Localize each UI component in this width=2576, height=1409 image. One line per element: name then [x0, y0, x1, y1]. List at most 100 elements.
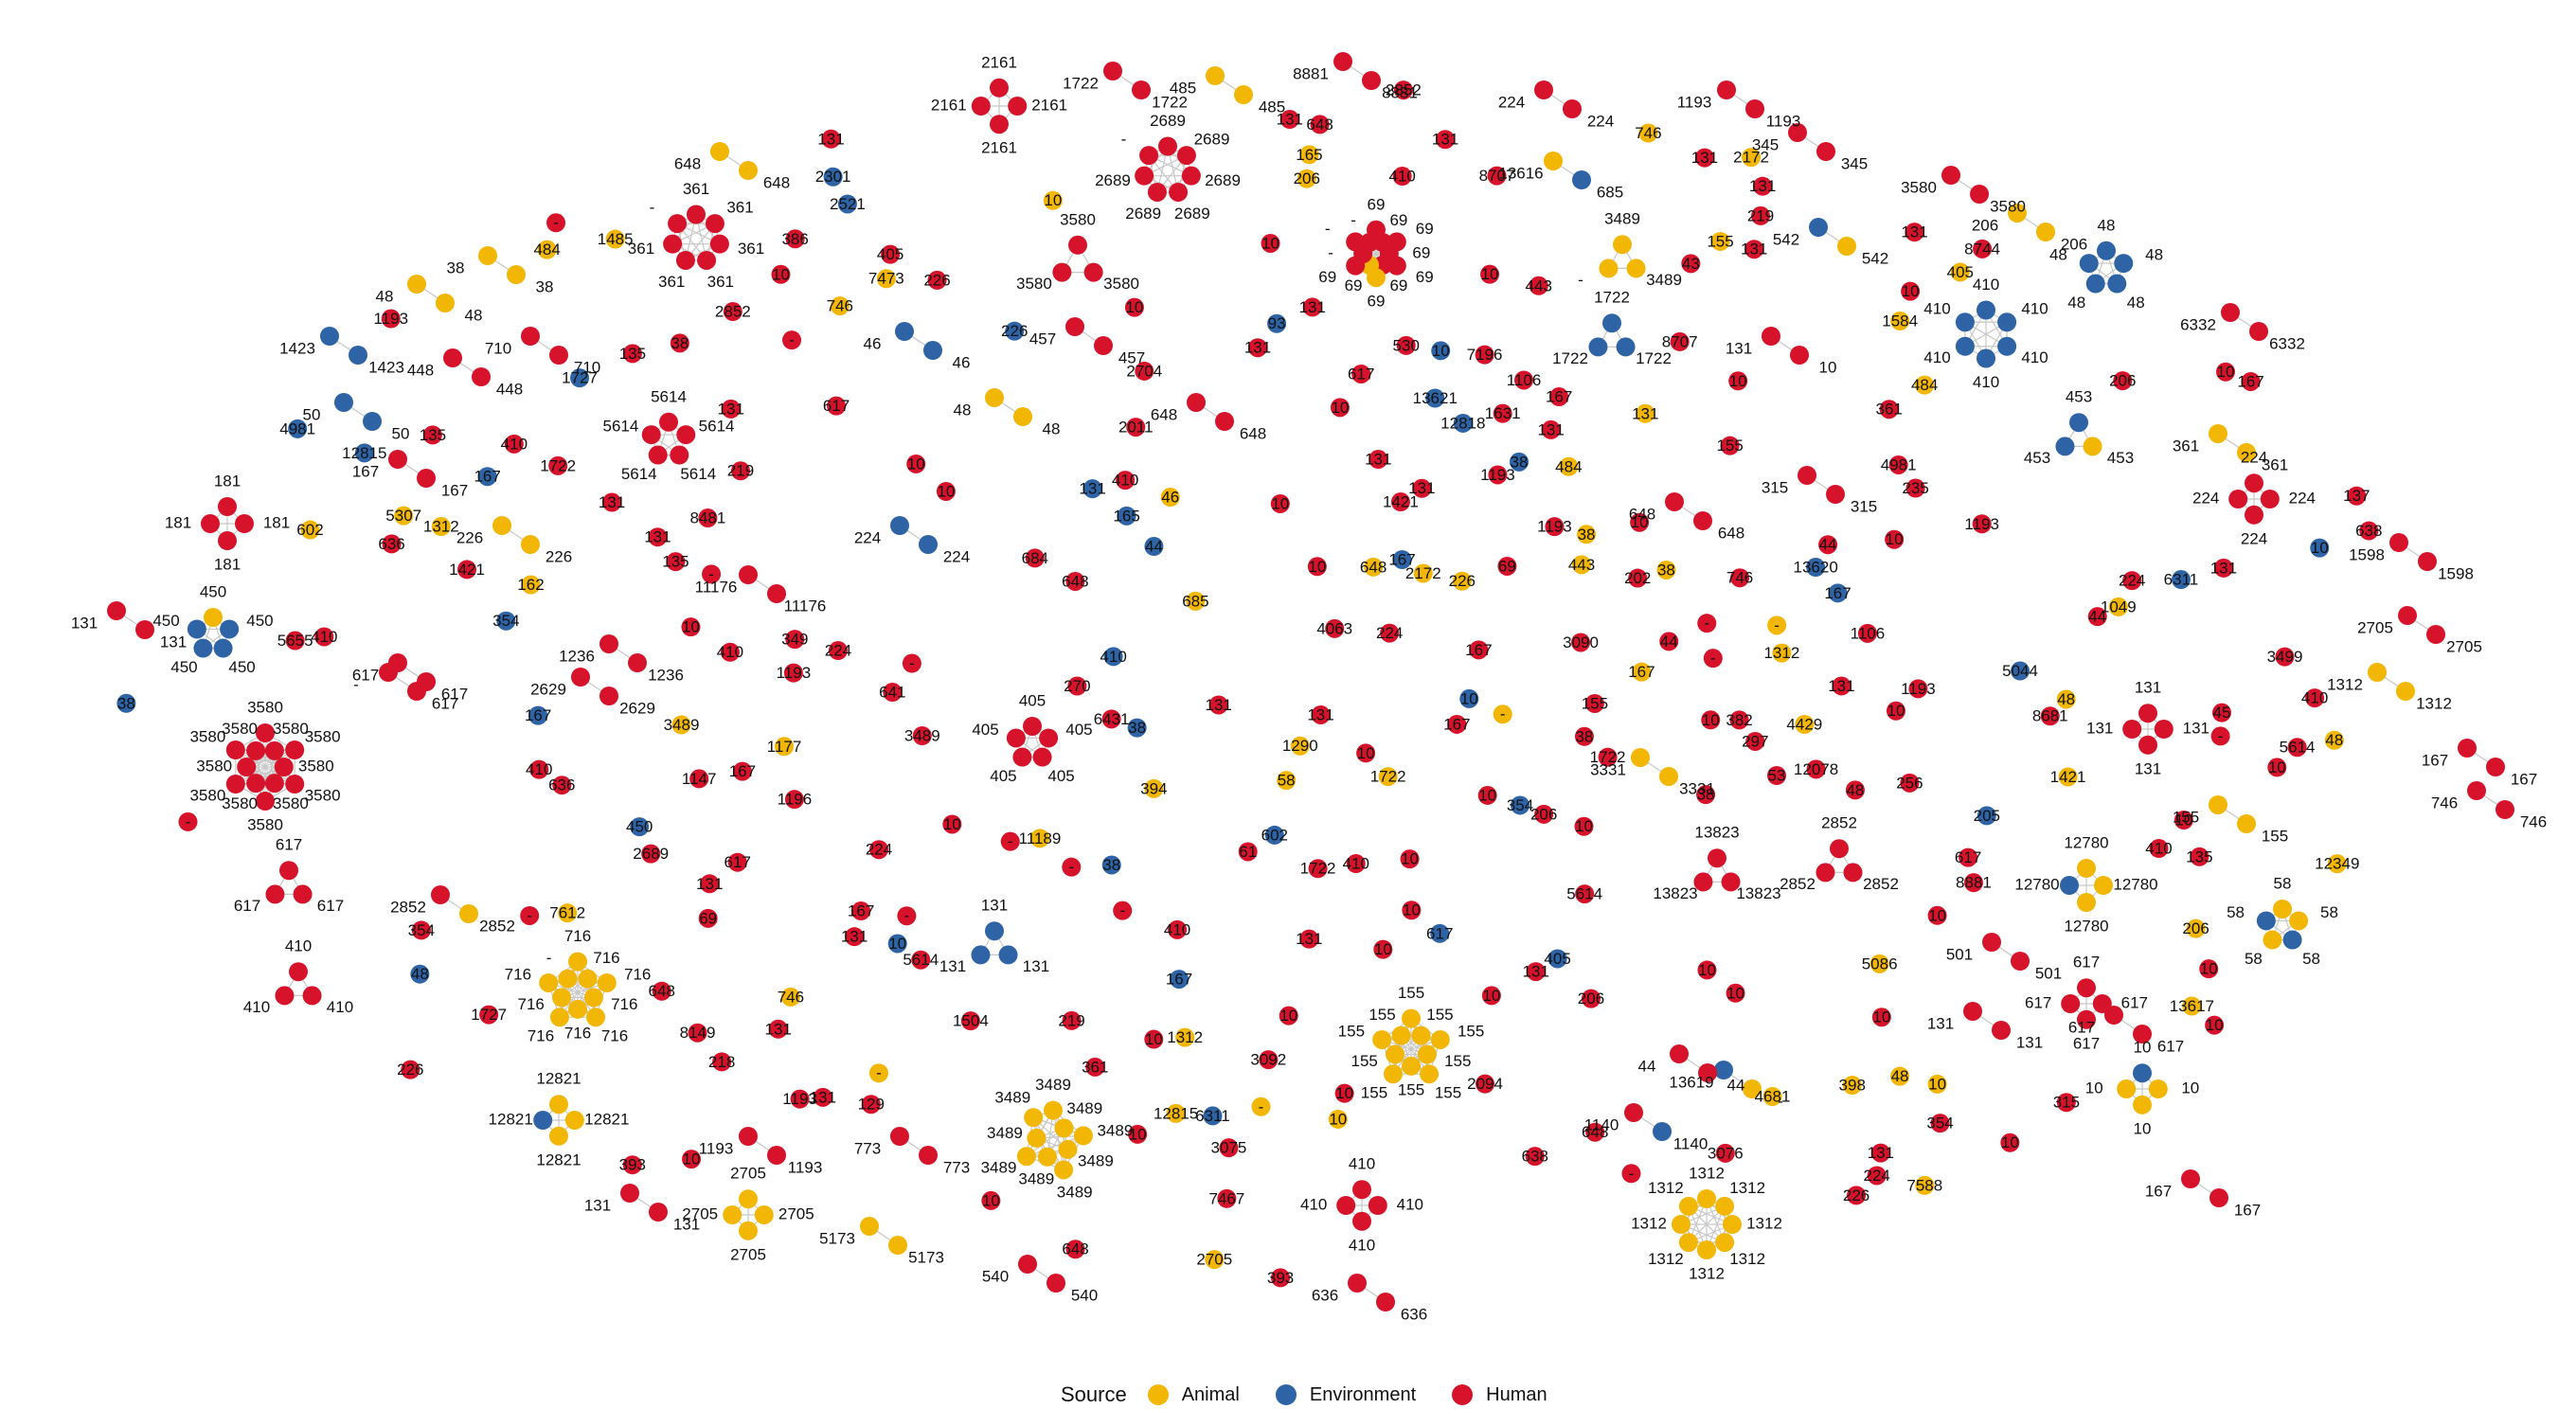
node-single-281-label: -: [909, 654, 915, 672]
node-c5-4: [1697, 1240, 1716, 1259]
node-single-18-label: 131: [1632, 404, 1658, 422]
node-single-300-label: 10: [1271, 494, 1289, 512]
node-c28-0: [279, 861, 298, 880]
node-single-42-label: 162: [517, 576, 544, 594]
node-c1-7-label: 3580: [222, 794, 258, 812]
node-single-171-label: 165: [1296, 146, 1322, 164]
node-c22-0: [2138, 704, 2157, 722]
node-c14-4-label: 5614: [602, 418, 638, 436]
node-single-72-label: 685: [1182, 592, 1208, 610]
node-single-187-label: 617: [823, 397, 850, 415]
node-single-310-label: 10: [1872, 1008, 1890, 1026]
node-single-288-label: 10: [1887, 702, 1905, 720]
node-c4-0-label: 3489: [1035, 1076, 1071, 1094]
node-c5-3-label: 1312: [1729, 1250, 1765, 1268]
node-c3-6-label: 155: [1361, 1084, 1387, 1102]
node-pair-40-b: [2426, 625, 2445, 644]
node-single-168-label: 1722: [1300, 860, 1336, 878]
node-pair-37-b: [919, 535, 938, 554]
node-c15-0: [1023, 717, 1042, 736]
node-single-39-label: 1485: [598, 230, 634, 248]
node-single-169-label: 131: [1828, 677, 1854, 695]
node-pair-17-a: [1018, 1255, 1037, 1274]
node-pair-21-b: [1362, 71, 1381, 90]
node-c9-3-label: 48: [2067, 294, 2085, 312]
node-single-296-label: 10: [772, 265, 790, 283]
node-pair-28-a: [1809, 218, 1828, 237]
node-single-124-label: 1584: [1882, 312, 1918, 330]
node-c10-1-label: 410: [2021, 300, 2048, 318]
node-single-73-label: -: [1119, 901, 1125, 919]
node-c26-2-label: 617: [2073, 1034, 2100, 1052]
node-pair-34-b-label: 48: [1043, 419, 1061, 437]
node-single-118-label: 7467: [1208, 1189, 1244, 1207]
node-c1-1: [265, 741, 284, 760]
node-single-156-label: 167: [2237, 372, 2263, 390]
node-pair-19-a: [1103, 62, 1122, 80]
legend-swatch-human: [1452, 1384, 1473, 1405]
node-pair-5-b: [739, 161, 758, 180]
node-single-226-label: 3499: [2267, 648, 2303, 666]
node-c17-3: [533, 1111, 552, 1130]
node-c26-3-label: 617: [2025, 993, 2051, 1011]
node-pair-35-a-label: 46: [864, 334, 882, 352]
node-c18-2-label: 12780: [2064, 917, 2108, 935]
node-pair-7-a-label: 448: [407, 361, 434, 379]
node-single-190-label: 4429: [1786, 715, 1822, 733]
node-single-33-label: -: [876, 1064, 882, 1082]
node-pair-14-a-label: 1193: [699, 1139, 734, 1157]
node-single-228-label: 641: [879, 684, 905, 702]
node-pair-17-b: [1046, 1274, 1065, 1293]
node-single-148-label: 10: [1125, 298, 1143, 316]
node-pair-35-b: [923, 341, 942, 360]
node-pair-2-a: [334, 393, 353, 412]
node-single-215-label: 1421: [449, 561, 485, 579]
node-c17-0: [549, 1095, 568, 1114]
node-c8-0-label: 361: [683, 180, 709, 198]
node-c30-0: [1830, 839, 1849, 858]
node-c7-5: [1135, 167, 1154, 186]
node-pair-20-b: [1234, 85, 1253, 104]
node-c4-7: [1027, 1129, 1046, 1148]
node-pair-0-b-label: 131: [160, 633, 187, 651]
node-c18-1: [2094, 876, 2113, 895]
node-single-241-label: 7612: [549, 904, 585, 922]
node-single-153-label: 10: [2311, 539, 2329, 557]
node-single-116-label: 5614: [903, 951, 939, 969]
node-single-196-label: 484: [1911, 376, 1938, 394]
node-c3-5-label: 155: [1398, 1080, 1424, 1098]
node-pair-20-a: [1206, 66, 1225, 85]
node-single-195-label: 135: [619, 345, 646, 363]
node-single-260-label: -: [789, 331, 795, 349]
node-single-108-label: 617: [1426, 924, 1453, 942]
node-pair-16-b: [888, 1236, 907, 1255]
node-single-251-label: 38: [117, 694, 135, 712]
node-pair-32-a: [1798, 466, 1816, 485]
node-c24-1-label: 2705: [778, 1204, 814, 1222]
node-c2-8: [539, 973, 558, 992]
node-c8-0: [687, 205, 706, 224]
node-c2-1: [578, 970, 597, 989]
node-pair-27-b: [2036, 223, 2055, 241]
node-c1-8: [226, 775, 245, 794]
node-single-126-label: 167: [1824, 584, 1851, 602]
node-c17-1: [565, 1111, 584, 1130]
node-c6-11-label: -: [1351, 211, 1356, 229]
node-pair-15-a-label: 773: [854, 1139, 881, 1157]
node-single-206-label: -: [708, 565, 714, 583]
node-single-71-label: 405: [877, 245, 903, 263]
node-c8-1: [706, 214, 724, 233]
node-single-57-label: 394: [1140, 779, 1167, 797]
node-single-272-label: 270: [1064, 677, 1090, 695]
node-c5-1: [1715, 1197, 1734, 1216]
node-pair-33-b-label: 648: [1718, 524, 1744, 542]
node-c9-2-label: 48: [2127, 294, 2145, 312]
node-c15-4-label: 405: [972, 721, 998, 739]
node-c3-9: [1392, 1026, 1411, 1045]
node-c17-0-label: 12821: [536, 1070, 581, 1088]
node-single-45-label: 1727: [562, 369, 598, 387]
node-c4-4: [1054, 1160, 1073, 1179]
node-c5-7-label: 1312: [1648, 1179, 1684, 1197]
node-single-158-label: 5044: [2002, 662, 2038, 680]
node-single-238-label: -: [1774, 616, 1780, 634]
